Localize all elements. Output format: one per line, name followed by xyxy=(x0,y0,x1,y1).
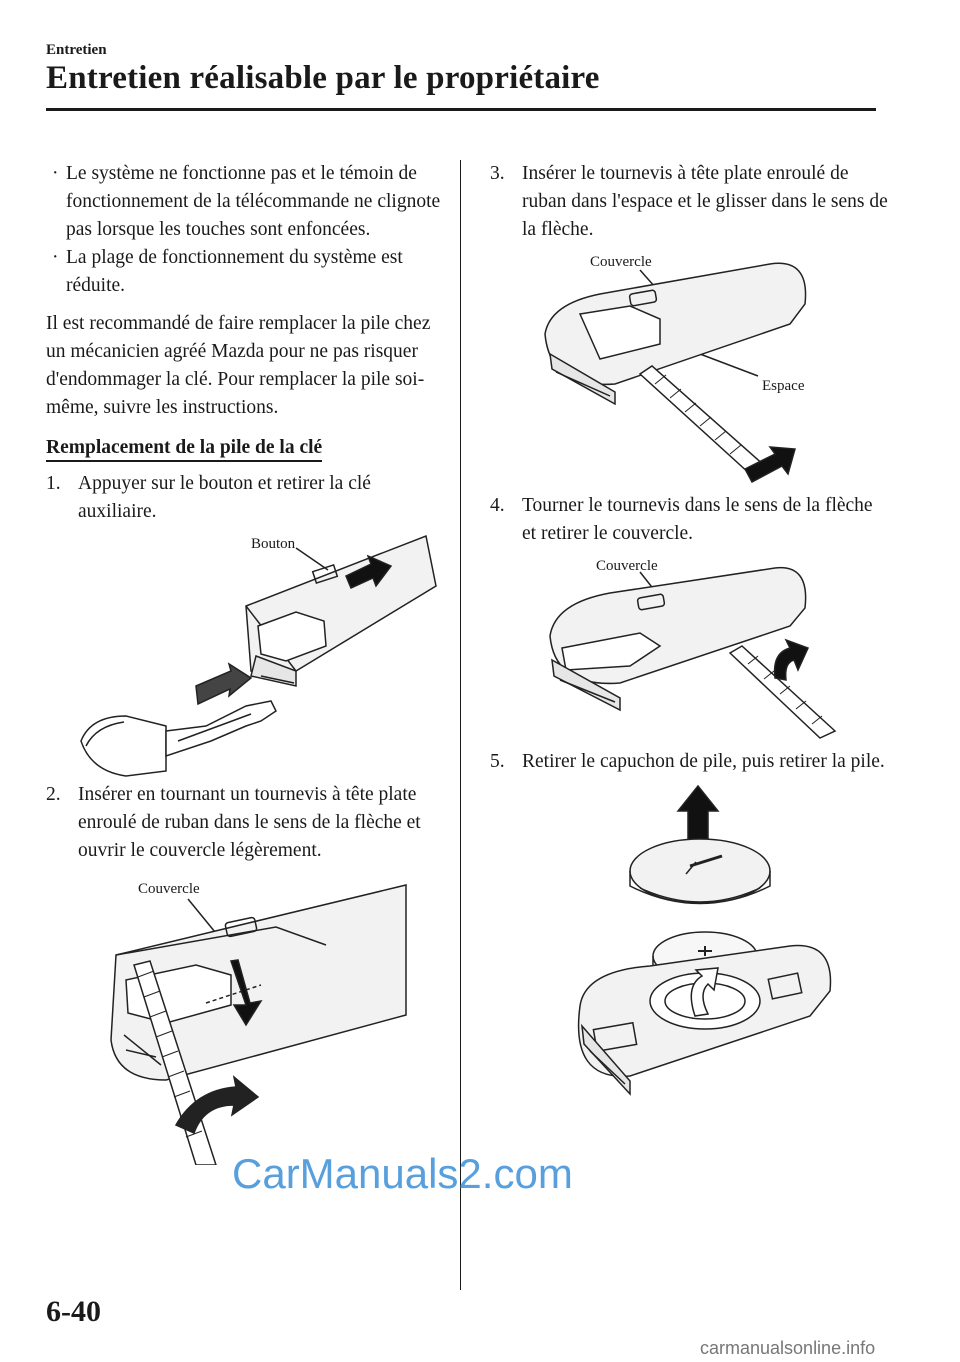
footer-site: carmanualsonline.info xyxy=(700,1338,876,1358)
cover-illustration xyxy=(549,566,837,739)
screwdriver-illustration xyxy=(110,884,407,1165)
step-3: 3.Insérer le tournevis à tête plate enro… xyxy=(490,163,888,240)
page-number: 6-40 xyxy=(46,1295,101,1328)
figure-cover-remove: Couvercle xyxy=(490,548,890,748)
battery-illustration xyxy=(577,784,832,1096)
step-5: 5.Retirer le capuchon de pile, puis reti… xyxy=(490,751,885,772)
title-rule xyxy=(46,108,876,111)
section-label: Entretien xyxy=(46,42,107,58)
callout-couvercle: Couvercle xyxy=(590,254,652,270)
key-illustration xyxy=(80,534,437,777)
callout-couvercle: Couvercle xyxy=(138,881,200,897)
figure-screwdriver-insert: Couvercle xyxy=(46,865,441,1165)
step-4: 4.Tourner le tournevis dans le sens de l… xyxy=(490,495,873,544)
callout-bouton: Bouton xyxy=(251,536,296,552)
column-divider xyxy=(460,160,461,1290)
step-2: 2.Insérer en tournant un tournevis à têt… xyxy=(46,784,421,861)
right-column: 3.Insérer le tournevis à tête plate enro… xyxy=(490,160,890,1106)
step-1: 1.Appuyer sur le bouton et retirer la cl… xyxy=(46,473,371,522)
callout-couvercle: Couvercle xyxy=(596,558,658,574)
figure-key-button: Bouton xyxy=(46,526,441,781)
left-column: ·Le système ne fonctionne pas et le témo… xyxy=(46,160,441,1165)
bullet-dot-icon: · xyxy=(52,163,59,184)
page-title: Entretien réalisable par le propriétaire xyxy=(46,60,600,96)
figure-screwdriver-slide: Couvercle Espace xyxy=(490,244,890,492)
subheading: Remplacement de la pile de la clé xyxy=(46,436,323,462)
callout-espace: Espace xyxy=(762,378,805,394)
paragraph: Il est recommandé de faire remplacer la … xyxy=(46,313,431,418)
bullet-dot-icon: · xyxy=(52,247,59,268)
slide-illustration xyxy=(544,262,807,484)
bullet-item: ·La plage de fonctionnement du système e… xyxy=(46,244,441,300)
bullet-item: ·Le système ne fonctionne pas et le témo… xyxy=(46,160,441,244)
watermark: CarManuals2.com xyxy=(232,1150,573,1197)
figure-battery-remove xyxy=(490,776,890,1106)
